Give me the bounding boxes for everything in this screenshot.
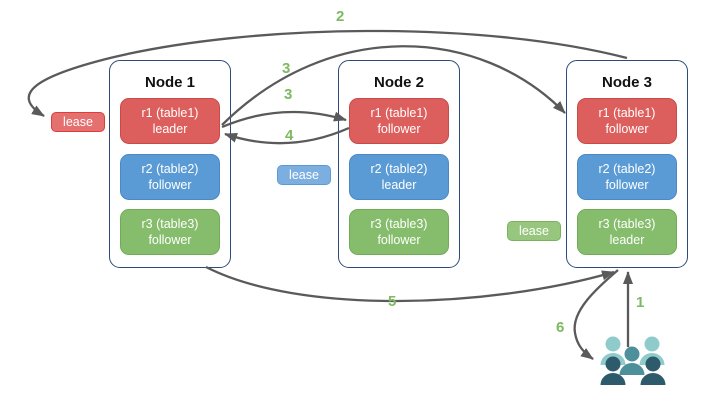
replica-name: r2 (table2): [598, 161, 656, 176]
node-3-box: Node 3 r1 (table1) follower r2 (table2) …: [566, 60, 688, 268]
arrow-step-6: [573, 269, 619, 360]
replica-name: r1 (table1): [370, 105, 428, 120]
replica-name: r1 (table1): [598, 105, 656, 120]
replica-role: follower: [148, 178, 192, 192]
replica-name: r2 (table2): [370, 161, 428, 176]
replica-name: r3 (table3): [141, 216, 199, 231]
replica-role: follower: [605, 178, 649, 192]
step-label-4: 4: [285, 127, 294, 144]
step-label-1: 1: [636, 294, 645, 311]
replica-role: follower: [605, 122, 649, 136]
node-2-replica-r1: r1 (table1) follower: [349, 98, 449, 144]
node-3-replica-r2: r2 (table2) follower: [577, 154, 677, 200]
replica-role: follower: [377, 233, 421, 247]
replica-name: r3 (table3): [370, 216, 428, 231]
node-1-replica-r1: r1 (table1) leader: [120, 98, 220, 144]
replica-name: r3 (table3): [598, 216, 656, 231]
node-1-replica-r2: r2 (table2) follower: [120, 154, 220, 200]
lease-badge-table2: lease: [277, 165, 331, 185]
node-3-title: Node 3: [601, 74, 652, 91]
node-1-title: Node 1: [144, 74, 195, 91]
node-2-title: Node 2: [373, 74, 424, 91]
lease-badge-table1: lease: [51, 112, 105, 132]
arrow-step-3-to-node2: [221, 110, 347, 129]
step-label-3a: 3: [282, 60, 291, 77]
node-3-replica-r3: r3 (table3) leader: [577, 209, 677, 255]
users-group-icon: [600, 336, 666, 385]
replica-name: r2 (table2): [141, 161, 199, 176]
step-label-6: 6: [556, 319, 565, 336]
step-label-3b: 3: [284, 86, 293, 103]
node-2-replica-r2: r2 (table2) leader: [349, 154, 449, 200]
node-2-box: Node 2 r1 (table1) follower r2 (table2) …: [338, 60, 460, 268]
replica-role: leader: [152, 122, 188, 136]
step-label-2: 2: [336, 8, 345, 25]
node-1-box: Node 1 r1 (table1) leader r2 (table2) fo…: [109, 60, 231, 268]
replica-role: leader: [381, 178, 417, 192]
replica-role: follower: [377, 122, 421, 136]
replica-role: follower: [148, 233, 192, 247]
replica-role: leader: [609, 233, 645, 247]
replica-name: r1 (table1): [141, 105, 199, 120]
arrow-step-5: [205, 265, 615, 303]
node-3-replica-r1: r1 (table1) follower: [577, 98, 677, 144]
step-label-5: 5: [388, 293, 397, 310]
lease-badge-table3: lease: [507, 221, 561, 241]
node-2-replica-r3: r3 (table3) follower: [349, 209, 449, 255]
node-1-replica-r3: r3 (table3) follower: [120, 209, 220, 255]
